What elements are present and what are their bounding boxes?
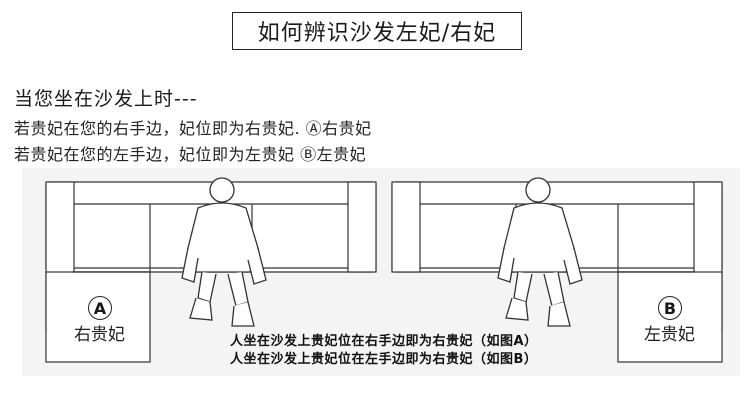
sofa-a-label: 右贵妃: [74, 325, 125, 345]
sofa-illustration: A 右贵妃 B 左贵妃 人坐在沙发上贵妃位在右手边即为右贵妃（如图A） 人坐在沙…: [22, 168, 740, 376]
caption-b: 人坐在沙发上贵妃位在左手边即为右贵妃（如图B）: [230, 352, 538, 367]
section-heading: 当您坐在沙发上时---: [14, 88, 198, 110]
sofa-drawings: [45, 177, 723, 363]
caption-a: 人坐在沙发上贵妃位在右手边即为右贵妃（如图A）: [230, 334, 538, 349]
rule-text-left: 若贵妃在您的左手边，妃位即为左贵妃 Ⓑ左贵妃: [14, 145, 367, 164]
badge-a: A: [88, 296, 112, 320]
rule-text-right: 若贵妃在您的右手边，妃位即为右贵妃. Ⓐ右贵妃: [14, 119, 372, 138]
seated-person-a-icon: [181, 177, 267, 327]
sofa-b-label: 左贵妃: [644, 325, 695, 345]
badge-b: B: [658, 296, 682, 320]
page-title: 如何辨识沙发左妃/右妃: [232, 12, 522, 50]
seated-person-b-icon: [497, 177, 583, 327]
